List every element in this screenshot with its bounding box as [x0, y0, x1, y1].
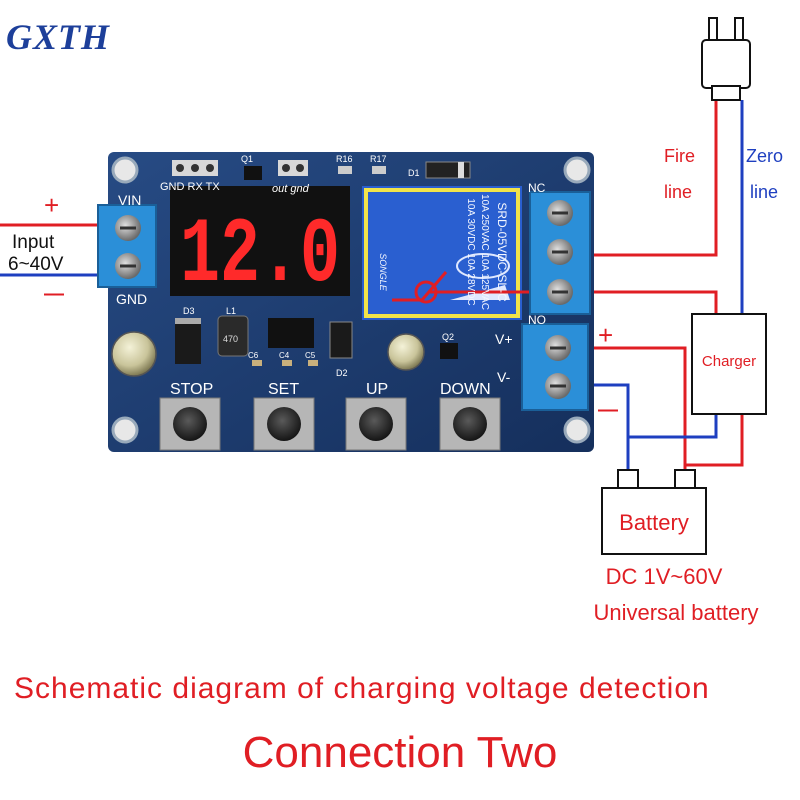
- label-c6: C6: [248, 351, 259, 360]
- label-c4: C4: [279, 351, 290, 360]
- diagram-title: Connection Two: [242, 728, 558, 777]
- zero-line-label-2: line: [750, 182, 778, 202]
- output-minus-sign: —: [598, 399, 618, 421]
- label-r16: R16: [336, 154, 353, 164]
- v-plus-wire: [570, 346, 687, 470]
- label-l1: L1: [226, 306, 236, 316]
- label-nc: NC: [528, 181, 546, 195]
- capacitor: [111, 331, 425, 377]
- input-plus-sign: +: [44, 190, 59, 220]
- button-label-up: UP: [366, 381, 388, 398]
- battery-voltage-label: DC 1V~60V: [606, 564, 723, 589]
- label-v-plus: V+: [495, 331, 513, 347]
- label-v-minus: V-: [497, 369, 511, 385]
- label-d3: D3: [183, 306, 195, 316]
- label-vin: VIN: [118, 192, 141, 208]
- button-label-down: DOWN: [440, 381, 491, 398]
- button-label-stop: STOP: [170, 381, 213, 398]
- output-terminal-block: [521, 323, 589, 411]
- button-down[interactable]: [439, 397, 501, 451]
- label-out-gnd: out gnd: [272, 183, 310, 195]
- charger-box: [691, 313, 767, 415]
- zero-line-label-1: Zero: [746, 146, 783, 166]
- fire-line-label-2: line: [664, 182, 692, 202]
- serial-header: [172, 160, 308, 176]
- fire-line-label-1: Fire: [664, 146, 695, 166]
- relay-terminal-block: [529, 191, 591, 315]
- display-readout: 12.0: [180, 203, 340, 308]
- relay-brand: SONGLE: [378, 253, 388, 292]
- label-no: NO: [528, 313, 546, 327]
- battery-label: Battery: [619, 510, 689, 535]
- label-gnd-rx-tx: GND RX TX: [160, 181, 220, 193]
- output-plus-sign: +: [598, 320, 613, 350]
- label-inductor: 470: [223, 334, 238, 344]
- label-q2: Q2: [442, 332, 454, 342]
- diagram-caption: Schematic diagram of charging voltage de…: [14, 672, 710, 705]
- relay-no-to-charger-wire: [560, 290, 718, 314]
- button-set[interactable]: [253, 397, 315, 451]
- input-label: Input: [12, 232, 55, 253]
- button-stop[interactable]: [159, 397, 221, 451]
- button-label-set: SET: [268, 381, 299, 398]
- label-q1: Q1: [241, 154, 253, 164]
- relay: [362, 186, 560, 320]
- button-up[interactable]: [345, 397, 407, 451]
- input-range-label: 6~40V: [8, 254, 64, 275]
- ac-plug-icon: [701, 17, 751, 101]
- label-r17: R17: [370, 154, 387, 164]
- brand-logo: GXTH: [6, 17, 111, 57]
- relay-model-text: SRD-05VDC-SL-C: [495, 202, 509, 302]
- battery-type-label: Universal battery: [593, 600, 758, 625]
- charger-label: Charger: [702, 353, 756, 370]
- charger-positive-wire: [685, 414, 744, 467]
- input-minus-sign: —: [44, 283, 64, 305]
- label-gnd: GND: [116, 291, 147, 307]
- battery-icon: [601, 469, 707, 555]
- charger-negative-wire: [628, 414, 718, 439]
- input-terminal-block: [97, 204, 157, 288]
- relay-rating-2: 10A 30VDC 10A 28VDC: [465, 198, 476, 305]
- label-d2: D2: [336, 368, 348, 378]
- label-d1: D1: [408, 168, 420, 178]
- label-c5: C5: [305, 351, 316, 360]
- seven-segment-display: [170, 186, 350, 296]
- relay-rating-1: 10A 250VAC 10A 125VAC: [479, 194, 490, 310]
- pcb-board: [97, 152, 594, 452]
